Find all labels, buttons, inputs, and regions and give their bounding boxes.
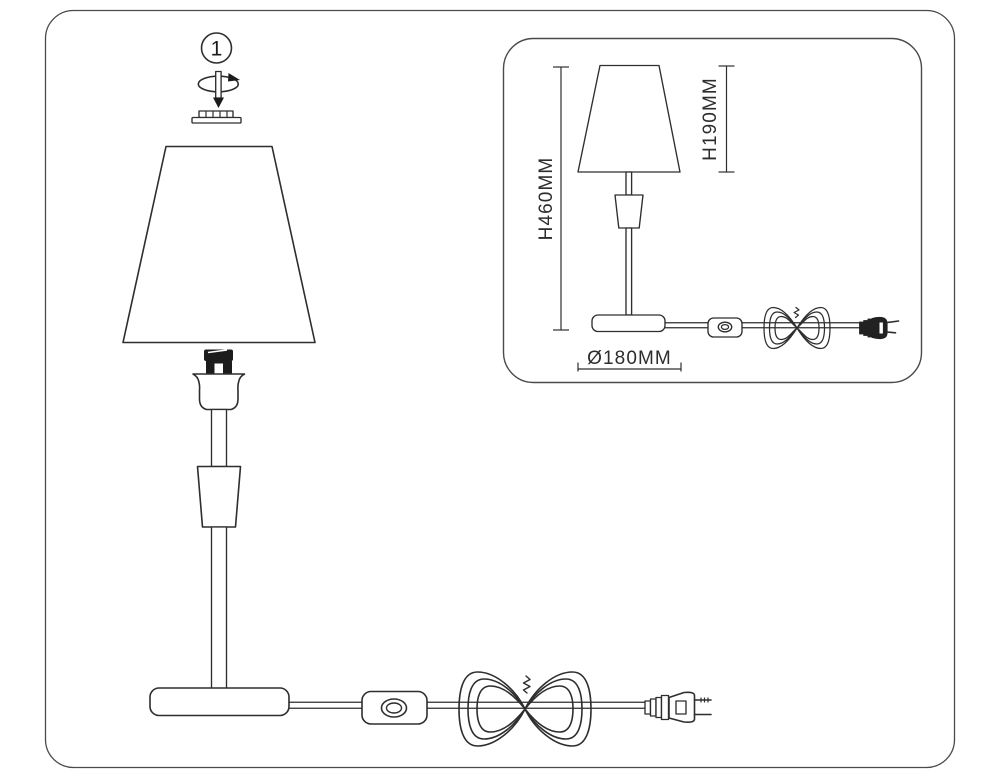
circled-number-icon xyxy=(200,32,233,64)
screw-arrow-shaft xyxy=(215,70,222,99)
dimension-total-height: H460MM xyxy=(536,66,569,331)
stem-cone xyxy=(196,465,242,528)
inset-cord-coil xyxy=(763,306,831,350)
shade-height-label: H190MM xyxy=(700,77,721,161)
inset-switch xyxy=(707,317,743,338)
inline-switch xyxy=(361,690,428,725)
inset-lamp xyxy=(577,64,900,350)
spec-inset-panel: H460MM H190MM Ø180MM xyxy=(502,37,923,384)
inset-cord-tie xyxy=(793,306,800,319)
rotate-icon xyxy=(197,70,240,108)
inset-lamp-base xyxy=(591,314,666,333)
inset-power-plug xyxy=(859,316,900,340)
inset-stem-upper xyxy=(625,171,633,196)
lamp-socket xyxy=(192,349,246,411)
cord-coil xyxy=(458,671,592,747)
lamp-base xyxy=(149,687,290,717)
page-border xyxy=(44,9,956,769)
power-cord-assembly xyxy=(288,671,712,747)
strain-relief xyxy=(660,694,670,721)
socket-slot xyxy=(214,363,223,374)
stem-lower xyxy=(210,526,228,690)
socket-highlight xyxy=(207,349,228,354)
dimension-base-diameter: Ø180MM xyxy=(577,348,682,372)
power-plug xyxy=(644,691,712,723)
inset-strain-relief xyxy=(867,318,873,338)
inset-lamp-shade xyxy=(577,64,681,173)
socket-cup xyxy=(192,373,246,411)
inset-switch-button xyxy=(717,321,733,333)
lamp-body xyxy=(122,145,316,717)
stem-upper xyxy=(210,408,228,468)
cord-tie xyxy=(522,675,531,694)
step-number: 1 xyxy=(211,38,223,61)
inset-stem-cone xyxy=(614,194,644,229)
switch-button xyxy=(380,698,408,718)
down-arrow-icon xyxy=(213,97,224,108)
shade-ring-finial xyxy=(191,110,242,124)
inset-plug-prong-bottom xyxy=(886,331,897,334)
dimension-shade-height: H190MM xyxy=(700,65,735,173)
plug-window xyxy=(675,700,687,715)
base-diameter-label: Ø180MM xyxy=(587,348,672,369)
step-1-marker: 1 xyxy=(200,32,233,64)
rotate-arrowhead xyxy=(228,73,240,82)
total-height-label: H460MM xyxy=(536,157,557,241)
lamp-shade xyxy=(122,145,316,344)
inset-stem-lower xyxy=(625,227,633,316)
inset-plug-prong-top xyxy=(886,320,900,324)
